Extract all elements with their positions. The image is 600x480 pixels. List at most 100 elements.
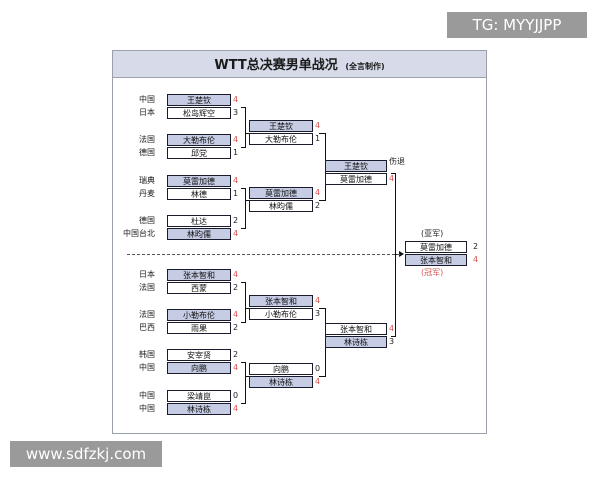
connector-line — [241, 106, 245, 108]
player-score: 3 — [315, 309, 321, 318]
player-name: 王楚钦 — [325, 160, 387, 172]
connector-line — [245, 281, 246, 323]
player-country: 法国 — [139, 283, 155, 292]
player-score: 4 — [389, 174, 395, 183]
connector-line — [245, 132, 249, 134]
connector-line — [241, 321, 245, 323]
player-name: 王楚钦 — [249, 120, 313, 132]
connector-line — [241, 227, 245, 229]
player-country: 法国 — [139, 310, 155, 319]
connector-line — [319, 307, 325, 309]
player-score: 1 — [233, 148, 239, 157]
player-country: 中国台北 — [123, 229, 155, 238]
player-name: 王楚钦 — [167, 94, 231, 106]
player-name: 安宰贤 — [167, 349, 231, 361]
half-divider — [127, 254, 400, 255]
player-name: 莫雷加德 — [325, 173, 387, 185]
connector-line — [245, 199, 249, 201]
connector-line — [245, 361, 246, 404]
bracket-title: WTT总决赛男单战况 — [214, 58, 338, 73]
player-score: 4 — [233, 229, 239, 238]
player-name: 向鹏 — [249, 363, 313, 375]
player-score: 4 — [233, 404, 239, 413]
player-score: 0 — [233, 391, 239, 400]
player-score: 4 — [233, 135, 239, 144]
player-name: 雨果 — [167, 322, 231, 334]
player-score: 4 — [233, 363, 239, 372]
player-name: 莫雷加德 — [167, 175, 231, 187]
connector-line — [319, 375, 325, 377]
player-country: 德国 — [139, 148, 155, 157]
player-country: 日本 — [139, 270, 155, 279]
player-name: 松岛辉空 — [167, 107, 231, 119]
player-score: 4 — [389, 324, 395, 333]
runner-up-label: (亚军) — [421, 229, 444, 238]
player-score: 4 — [233, 95, 239, 104]
player-country: 丹麦 — [139, 189, 155, 198]
player-country: 韩国 — [139, 350, 155, 359]
connector-line — [241, 361, 245, 363]
player-score: 4 — [315, 121, 321, 130]
player-name: 林德 — [167, 188, 231, 200]
player-country: 法国 — [139, 135, 155, 144]
player-score: 4 — [473, 255, 479, 264]
connector-line — [319, 199, 325, 201]
player-country: 巴西 — [139, 323, 155, 332]
player-name: 梁靖崑 — [167, 390, 231, 402]
connector-line — [245, 375, 249, 377]
player-country: 中国 — [139, 95, 155, 104]
player-name: 杜达 — [167, 215, 231, 227]
bracket-subtitle: (全言制作) — [345, 62, 385, 71]
player-name: 张本智和 — [405, 254, 467, 266]
player-score: 2 — [473, 242, 479, 251]
player-score: 1 — [315, 134, 321, 143]
arrow-icon — [399, 250, 404, 257]
player-name: 张本智和 — [167, 269, 231, 281]
semi-note: 伤退 — [389, 157, 405, 166]
player-country: 中国 — [139, 391, 155, 400]
player-name: 林诗栋 — [325, 336, 387, 348]
player-score: 4 — [233, 176, 239, 185]
player-name: 小勒布伦 — [249, 308, 313, 320]
player-name: 张本智和 — [249, 295, 313, 307]
player-country: 中国 — [139, 363, 155, 372]
player-name: 向鹏 — [167, 362, 231, 374]
player-name: 莫雷加德 — [405, 241, 467, 253]
player-name: 邱党 — [167, 147, 231, 159]
player-country: 瑞典 — [139, 176, 155, 185]
bracket-header: WTT总决赛男单战况 (全言制作) — [113, 51, 486, 78]
player-country: 中国 — [139, 404, 155, 413]
player-score: 2 — [315, 201, 321, 210]
player-name: 莫雷加德 — [249, 187, 313, 199]
player-score: 2 — [233, 323, 239, 332]
connector-line — [241, 402, 245, 404]
player-score: 3 — [233, 108, 239, 117]
player-name: 林昀儒 — [167, 228, 231, 240]
player-name: 大勒布伦 — [249, 133, 313, 145]
player-name: 小勒布伦 — [167, 309, 231, 321]
connector-line — [391, 335, 395, 337]
connector-line — [245, 307, 249, 309]
player-name: 林昀儒 — [249, 200, 313, 212]
connector-line — [241, 281, 245, 283]
player-score: 3 — [389, 337, 395, 346]
player-score: 2 — [233, 283, 239, 292]
connector-line — [241, 146, 245, 148]
player-score: 2 — [233, 350, 239, 359]
watermark-bottom: www.sdfzkj.com — [10, 441, 162, 467]
connector-line — [391, 172, 395, 174]
player-name: 张本智和 — [325, 323, 387, 335]
player-name: 大勒布伦 — [167, 134, 231, 146]
player-score: 2 — [233, 216, 239, 225]
player-name: 林诗栋 — [249, 376, 313, 388]
player-score: 4 — [315, 296, 321, 305]
connector-line — [245, 106, 246, 148]
player-country: 德国 — [139, 216, 155, 225]
player-score: 4 — [233, 310, 239, 319]
watermark-top: TG: MYYJJPP — [447, 12, 587, 38]
player-name: 林诗栋 — [167, 403, 231, 415]
connector-line — [241, 187, 245, 189]
player-score: 1 — [233, 189, 239, 198]
connector-line — [245, 187, 246, 229]
